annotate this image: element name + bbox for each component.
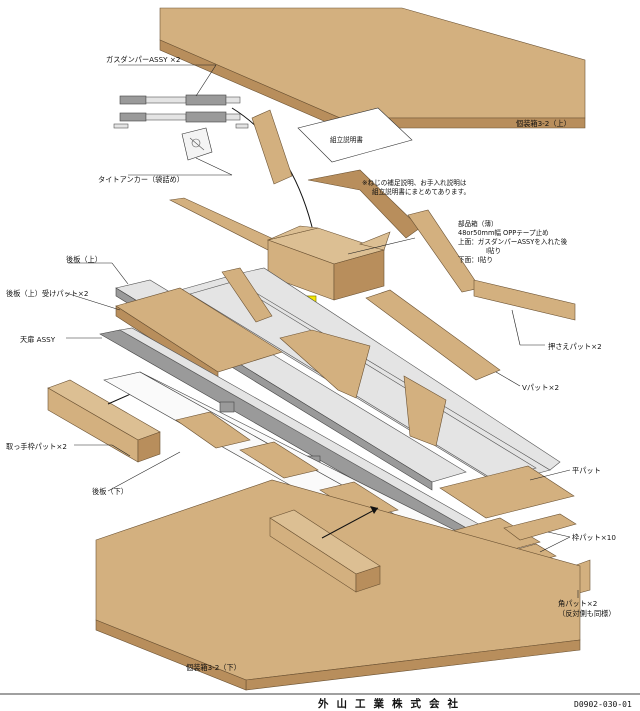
arrow-lower-pad [321,507,379,539]
label-frame-pad: 枠パット×10 [572,533,616,542]
footer-doc-code: D0902-030-01 [574,700,632,709]
label-back-lower: 後板（下） [92,487,128,496]
label-note-line2: 組立説明書にまとめてあります。 [372,187,470,196]
label-note-line1: ※ねじの補足説明、お手入れ説明は [362,178,467,187]
label-parts-box-line2: 48or50mm幅 OPPテープ止め [458,228,549,237]
label-back-upper: 後板（上） [66,255,102,264]
v-pads [221,267,501,447]
box-lid-top [159,7,586,129]
leader-lines [65,64,579,598]
label-corner-pad-line1: 角パット×2 [558,599,597,608]
label-v-pad: Vパット×2 [522,383,559,392]
label-parts-box-line4: I貼り [486,246,501,255]
label-box-top: 個装箱3-2（上） [516,119,571,128]
handle-frame-pad [47,379,161,463]
label-press-pad: 押さえパット×2 [548,342,602,351]
flat-pad [439,465,575,519]
handle-frame-pad-lower [269,509,381,593]
parts-box [266,225,391,301]
label-manual: 組立説明書 [330,135,363,144]
press-pads [169,109,576,321]
label-parts-box-line5: 下面：I貼り [458,255,493,264]
manual-sheet [297,107,413,163]
label-parts-box-line3: 上面：ガスダンパーASSYを入れた後 [458,237,568,246]
arrow-lower-pad-head-icon [370,506,378,514]
tight-anchor-bag-icon [181,127,213,161]
label-handle-frame-pad: 取っ手枠パット×2 [6,442,67,451]
label-tight-anchor: タイトアンカー（袋詰め） [98,175,184,184]
gas-damper-icon [113,94,249,129]
label-back-upper-pad: 後板（上）受けパット×2 [6,289,88,298]
label-flat-pad: 平パット [572,466,601,475]
label-corner-pad-line2: （反対側も同様） [558,609,616,618]
footer-company: 外山工業株式会社 [317,697,466,710]
label-top-door: 天扉 ASSY [20,335,56,344]
label-parts-box-line1: 部品箱（薄） [458,219,498,228]
label-box-bottom: 個装箱3-2（下） [186,663,241,672]
label-gas-damper: ガスダンパーASSY ×2 [106,55,180,64]
